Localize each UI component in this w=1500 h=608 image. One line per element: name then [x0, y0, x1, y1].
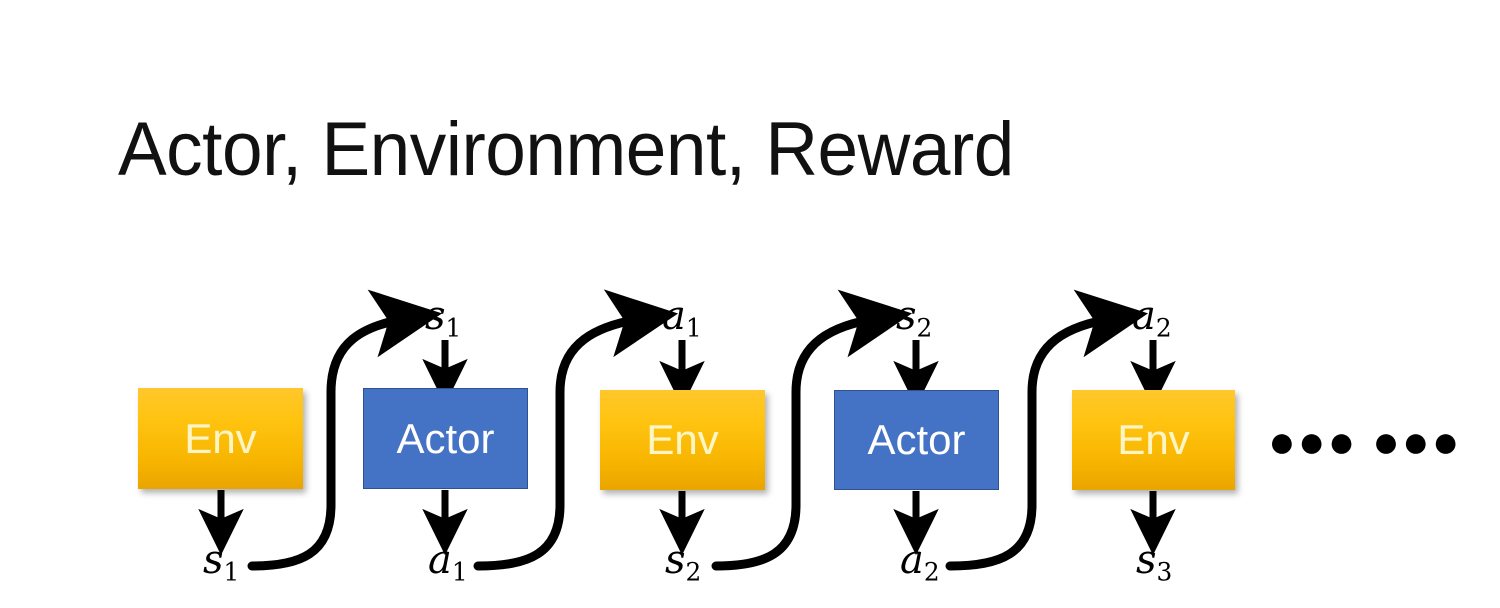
node-env-3[interactable]: Env	[1072, 390, 1235, 490]
label-action-a1-bottom: a1	[428, 540, 468, 585]
label-action-a2-top-sub: 2	[1155, 313, 1172, 343]
label-state-s2-top-sub: 2	[916, 313, 933, 343]
label-state-s1-bottom: s1	[203, 540, 239, 585]
node-actor-1[interactable]: Actor	[363, 388, 528, 489]
node-env-2-label: Env	[646, 416, 719, 463]
label-action-a1-top-base: a	[662, 293, 686, 339]
label-action-a1-bottom-sub: 1	[451, 557, 468, 587]
label-state-s2-top-base: s	[896, 293, 917, 339]
node-env-3-label: Env	[1117, 416, 1190, 463]
label-action-a2-bottom-base: a	[900, 537, 924, 583]
node-env-2[interactable]: Env	[600, 390, 765, 490]
label-state-s2-bottom: s2	[665, 540, 701, 585]
label-state-s1-bottom-base: s	[203, 537, 224, 583]
label-action-a2-top-base: a	[1132, 293, 1156, 339]
node-actor-2-label: Actor	[867, 416, 966, 463]
label-state-s3-bottom: s3	[1136, 540, 1172, 585]
label-action-a2-bottom-sub: 2	[923, 557, 940, 587]
label-state-s1-top-base: s	[425, 293, 446, 339]
label-action-a2-bottom: a2	[900, 540, 940, 585]
ellipsis-continuation: ●●● ●●●	[1268, 415, 1462, 467]
node-env-1-label: Env	[184, 414, 257, 462]
label-state-s1-top: s1	[425, 296, 461, 341]
label-state-s2-bottom-base: s	[665, 537, 686, 583]
label-action-a1-top: a1	[662, 296, 702, 341]
label-state-s3-bottom-base: s	[1136, 537, 1157, 583]
node-actor-1-label: Actor	[396, 414, 495, 462]
label-action-a1-top-sub: 1	[685, 313, 702, 343]
label-action-a1-bottom-base: a	[428, 537, 452, 583]
label-action-a2-top: a2	[1132, 296, 1172, 341]
page-title: Actor, Environment, Reward	[118, 107, 1014, 192]
label-state-s1-top-sub: 1	[445, 313, 462, 343]
label-state-s2-top: s2	[896, 296, 932, 341]
label-state-s3-bottom-sub: 3	[1156, 557, 1173, 587]
label-state-s1-bottom-sub: 1	[223, 557, 240, 587]
label-state-s2-bottom-sub: 2	[685, 557, 702, 587]
node-actor-2[interactable]: Actor	[834, 390, 999, 490]
node-env-1[interactable]: Env	[138, 388, 303, 489]
